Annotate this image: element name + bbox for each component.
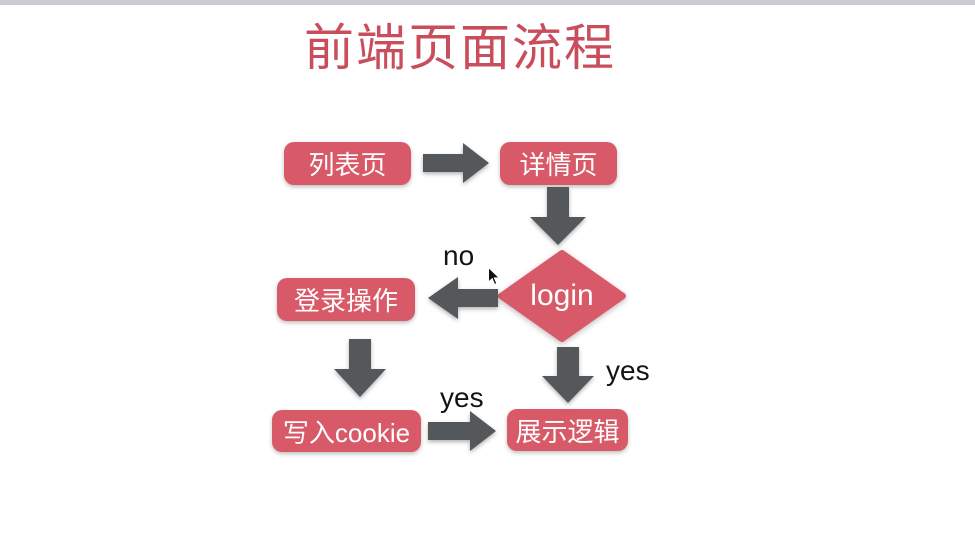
arrow-right-icon <box>428 411 496 451</box>
node-list-page-label: 列表页 <box>308 150 387 180</box>
node-write-cookie-label: 写入cookie <box>282 417 411 448</box>
arrow-down-icon <box>530 187 586 245</box>
arrow-right-icon <box>423 143 489 183</box>
node-write-cookie: 写入cookie <box>272 410 421 452</box>
arrow-left-icon <box>428 277 498 319</box>
node-display-logic: 展示逻辑 <box>507 409 628 451</box>
node-display-logic-label: 展示逻辑 <box>515 416 620 447</box>
page-title: 前端页面流程 <box>304 20 616 76</box>
arrow-down-icon <box>542 347 594 403</box>
node-detail-page-label: 详情页 <box>519 150 598 180</box>
node-login-decision: login <box>497 249 627 343</box>
node-detail-page: 详情页 <box>500 142 617 185</box>
edge-label-yes-bottom: yes <box>440 382 484 413</box>
mouse-cursor <box>488 267 501 286</box>
node-login-action-label: 登录操作 <box>293 286 398 316</box>
arrow-down-icon <box>334 339 386 397</box>
node-login-label: login <box>530 279 594 312</box>
edge-label-no: no <box>443 240 475 271</box>
edge-label-yes-right: yes <box>606 355 650 386</box>
node-login-action: 登录操作 <box>277 278 415 321</box>
node-list-page: 列表页 <box>284 142 411 185</box>
window-top-edge <box>0 0 975 5</box>
